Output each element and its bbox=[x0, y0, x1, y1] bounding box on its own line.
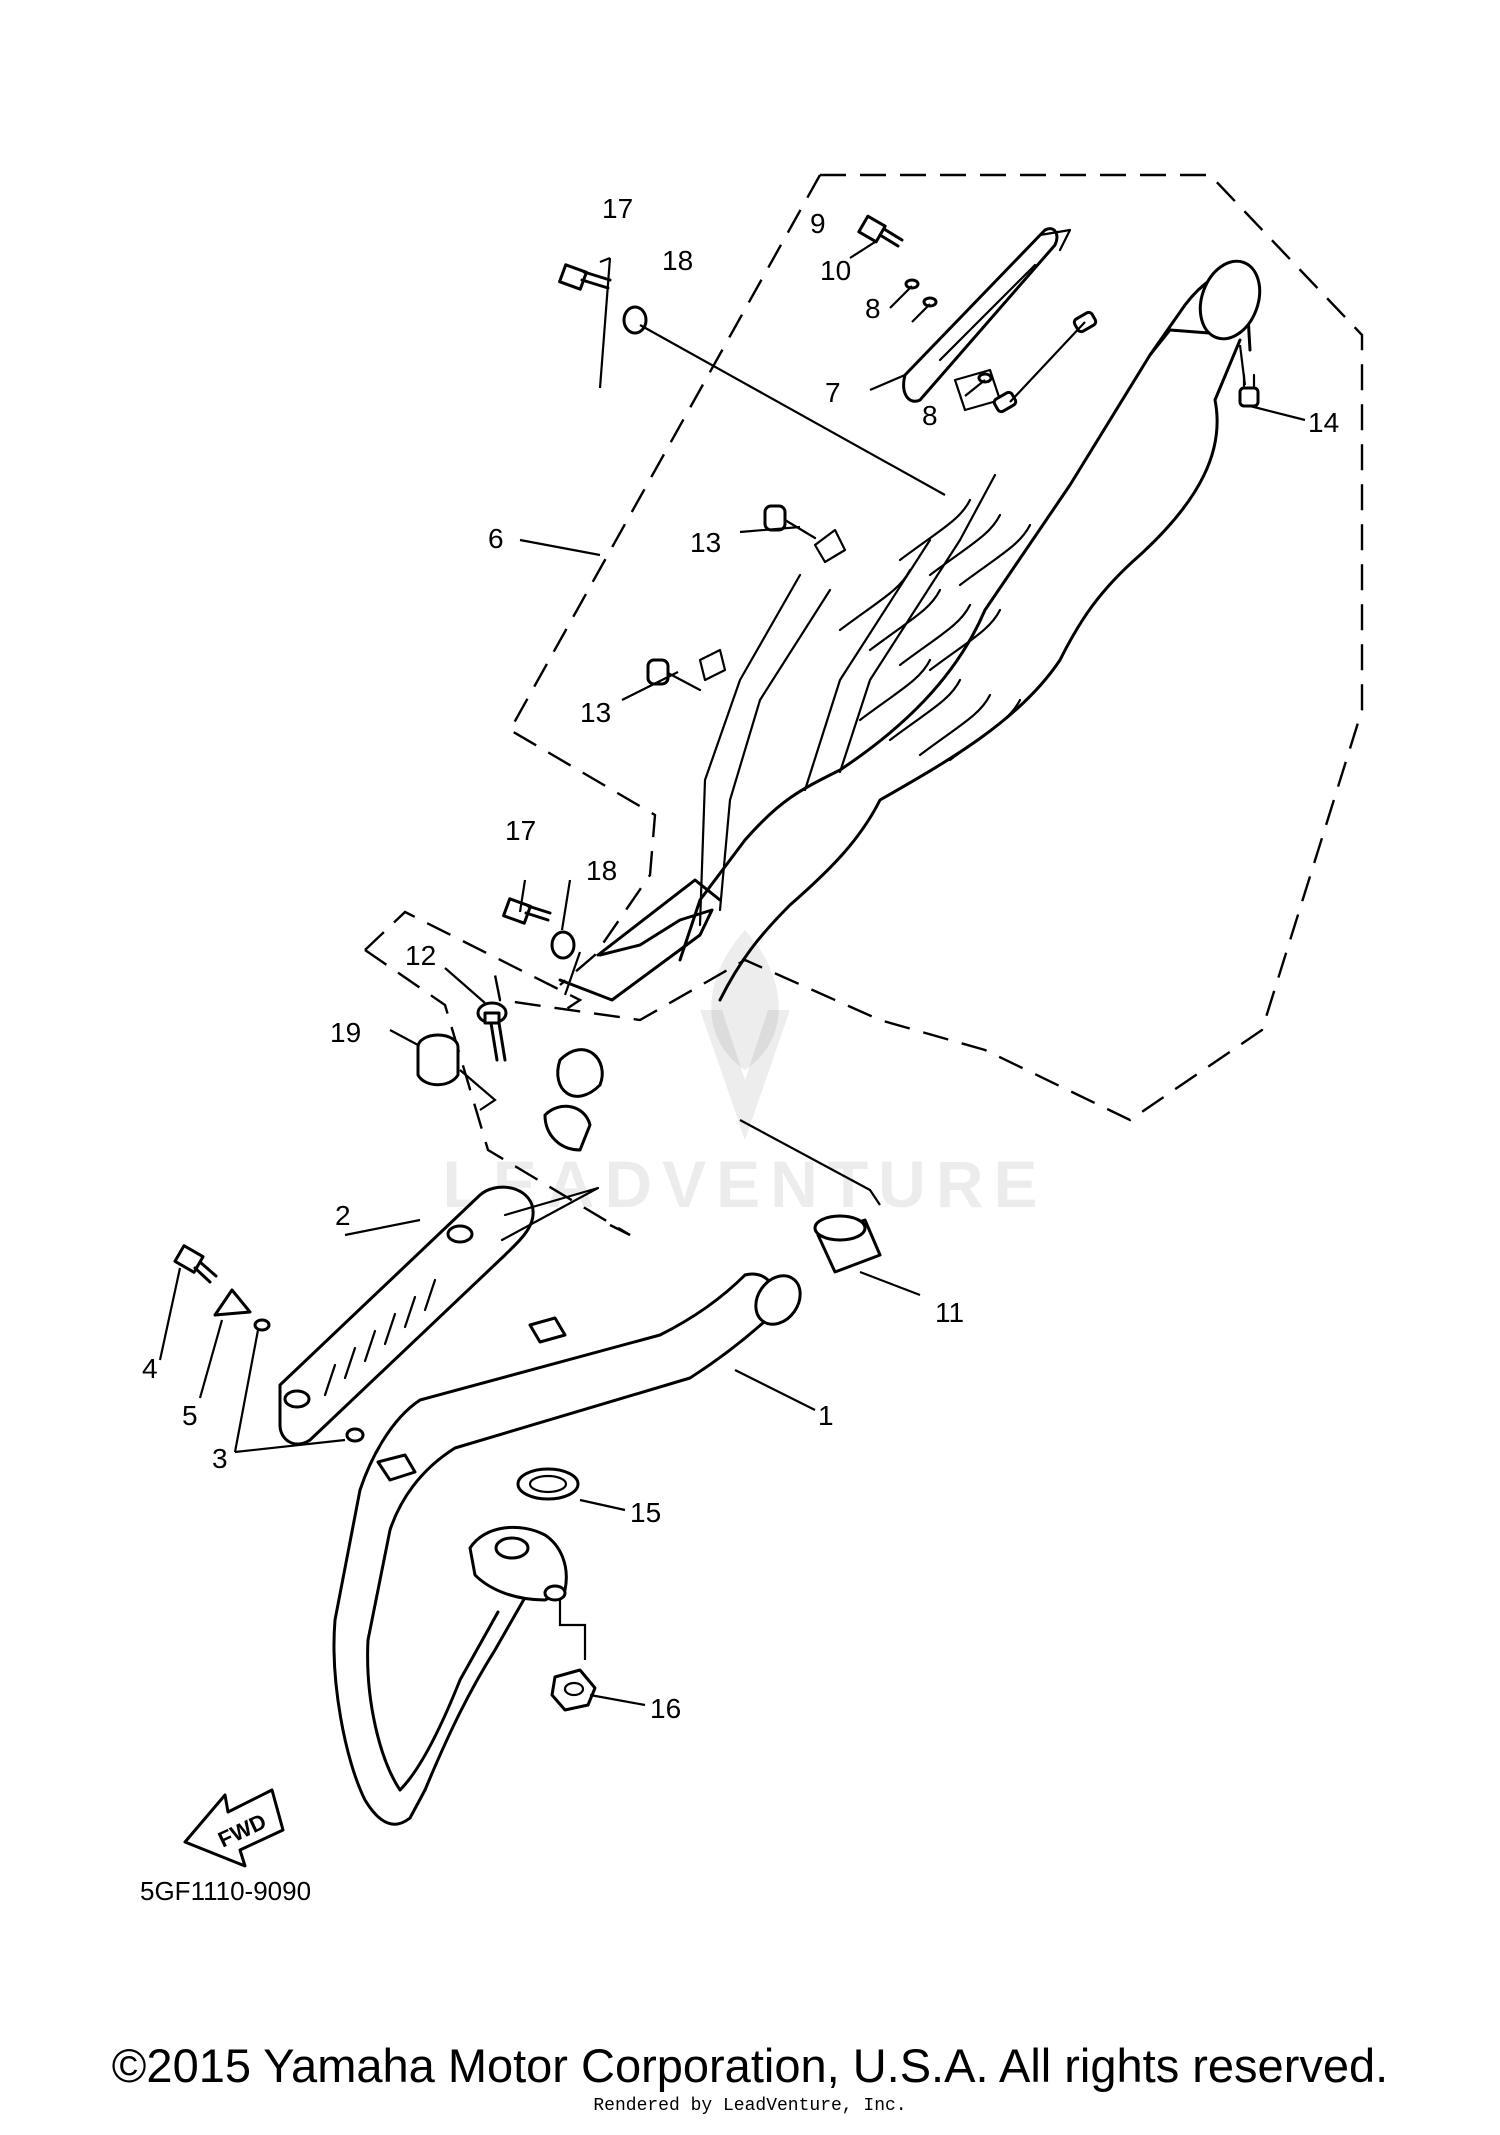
part-13-grommets bbox=[646, 504, 817, 692]
rendered-by-credit: Rendered by LeadVenture, Inc. bbox=[593, 2096, 907, 2116]
part-10-washer bbox=[904, 278, 920, 290]
part-18-washers bbox=[550, 305, 648, 960]
callout-6: 6 bbox=[488, 523, 504, 554]
callout-18b: 18 bbox=[586, 855, 617, 886]
callout-2: 2 bbox=[335, 1200, 351, 1231]
callout-16: 16 bbox=[650, 1693, 681, 1724]
part-4-bolt bbox=[173, 1244, 218, 1284]
callout-17b: 17 bbox=[505, 815, 536, 846]
callout-17a: 17 bbox=[602, 193, 633, 224]
leader-lines bbox=[158, 241, 1306, 1707]
callout-1: 1 bbox=[818, 1400, 834, 1431]
part-5-bracket bbox=[213, 1288, 252, 1317]
copyright-notice: ©2015 Yamaha Motor Corporation, U.S.A. A… bbox=[111, 2039, 1389, 2092]
fwd-arrow: FWD bbox=[183, 1788, 285, 1868]
leadventure-watermark: LEADVENTURE bbox=[442, 930, 1047, 1221]
part-12-bolt bbox=[476, 1001, 508, 1062]
part-19-cap bbox=[416, 1033, 460, 1087]
callout-19: 19 bbox=[330, 1017, 361, 1048]
part-9-bolt bbox=[857, 214, 904, 248]
assembly-boundary-muffler bbox=[493, 173, 1364, 1122]
part-11-gasket bbox=[813, 1214, 882, 1274]
part-7-protector bbox=[902, 227, 1072, 403]
part-6-muffler bbox=[543, 259, 1262, 1152]
part-15-gasket bbox=[516, 1467, 580, 1501]
callout-4: 4 bbox=[142, 1353, 158, 1384]
part-16-nut bbox=[550, 1668, 597, 1712]
callout-18a: 18 bbox=[662, 245, 693, 276]
callout-12: 12 bbox=[405, 940, 436, 971]
assembly-boundary-clamp bbox=[364, 910, 631, 1237]
callout-10: 10 bbox=[820, 255, 851, 286]
watermark-text: LEADVENTURE bbox=[442, 1147, 1047, 1221]
part-14-bolt bbox=[1238, 373, 1260, 408]
callout-14: 14 bbox=[1308, 407, 1339, 438]
callout-5: 5 bbox=[182, 1400, 198, 1431]
part-17-bolts bbox=[502, 263, 612, 925]
callout-9: 9 bbox=[810, 208, 826, 239]
callout-3: 3 bbox=[212, 1443, 228, 1474]
callouts: 1 2 3 4 5 6 7 8 8 9 10 11 12 13 13 14 15… bbox=[142, 193, 1339, 1724]
callout-8b: 8 bbox=[922, 400, 938, 431]
part-2-protector bbox=[278, 1185, 600, 1446]
callout-15: 15 bbox=[630, 1497, 661, 1528]
callout-7: 7 bbox=[825, 377, 841, 408]
callout-13b: 13 bbox=[580, 697, 611, 728]
part-1-exhaust-pipe bbox=[332, 1272, 802, 1826]
callout-8a: 8 bbox=[865, 293, 881, 324]
callout-11: 11 bbox=[935, 1297, 964, 1328]
diagram-part-code: 5GF1110-9090 bbox=[140, 1876, 311, 1906]
callout-13a: 13 bbox=[690, 527, 721, 558]
part-3-washers bbox=[253, 1318, 365, 1443]
